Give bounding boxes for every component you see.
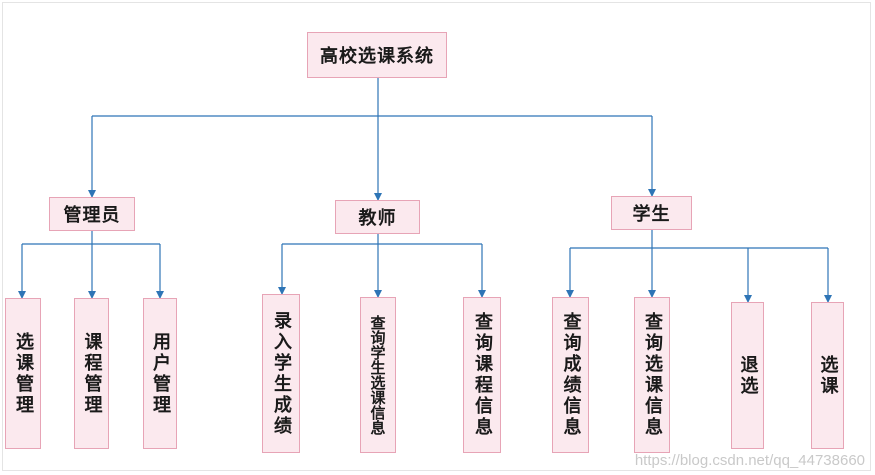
teacher-child-3: 查询课程信息: [463, 297, 501, 453]
teacher-child-2-label: 查询学生选课信息: [368, 315, 387, 435]
admin-child-2-label: 课程管理: [81, 331, 103, 416]
role-label-teacher: 教师: [358, 208, 397, 229]
root-label: 高校选课系统: [320, 46, 434, 67]
student-child-4-label: 选课: [817, 354, 839, 397]
student-child-1: 查询成绩信息: [552, 297, 589, 453]
admin-child-3: 用户管理: [143, 298, 177, 449]
role-node-admin: 管理员: [49, 197, 135, 231]
student-child-2-label: 查询选课信息: [642, 312, 663, 438]
teacher-child-2: 查询学生选课信息: [360, 297, 396, 453]
student-child-2: 查询选课信息: [634, 297, 670, 453]
admin-child-3-label: 用户管理: [150, 331, 171, 416]
teacher-child-1: 录入学生成绩: [262, 294, 300, 453]
admin-child-2: 课程管理: [74, 298, 109, 449]
student-child-3-label: 退选: [737, 354, 759, 397]
student-child-3: 退选: [731, 302, 764, 449]
admin-child-1: 选课管理: [5, 298, 41, 449]
role-node-teacher: 教师: [335, 200, 420, 234]
watermark-text: https://blog.csdn.net/qq_44738660: [634, 452, 865, 469]
admin-child-1-label: 选课管理: [13, 331, 34, 416]
role-label-student: 学生: [632, 204, 671, 225]
student-child-1-label: 查询成绩信息: [560, 312, 582, 438]
role-label-admin: 管理员: [63, 205, 121, 226]
teacher-child-1-label: 录入学生成绩: [271, 310, 292, 437]
role-node-student: 学生: [611, 196, 692, 230]
student-child-4: 选课: [811, 302, 844, 449]
teacher-child-3-label: 查询课程信息: [472, 312, 493, 438]
root-node: 高校选课系统: [307, 32, 447, 78]
